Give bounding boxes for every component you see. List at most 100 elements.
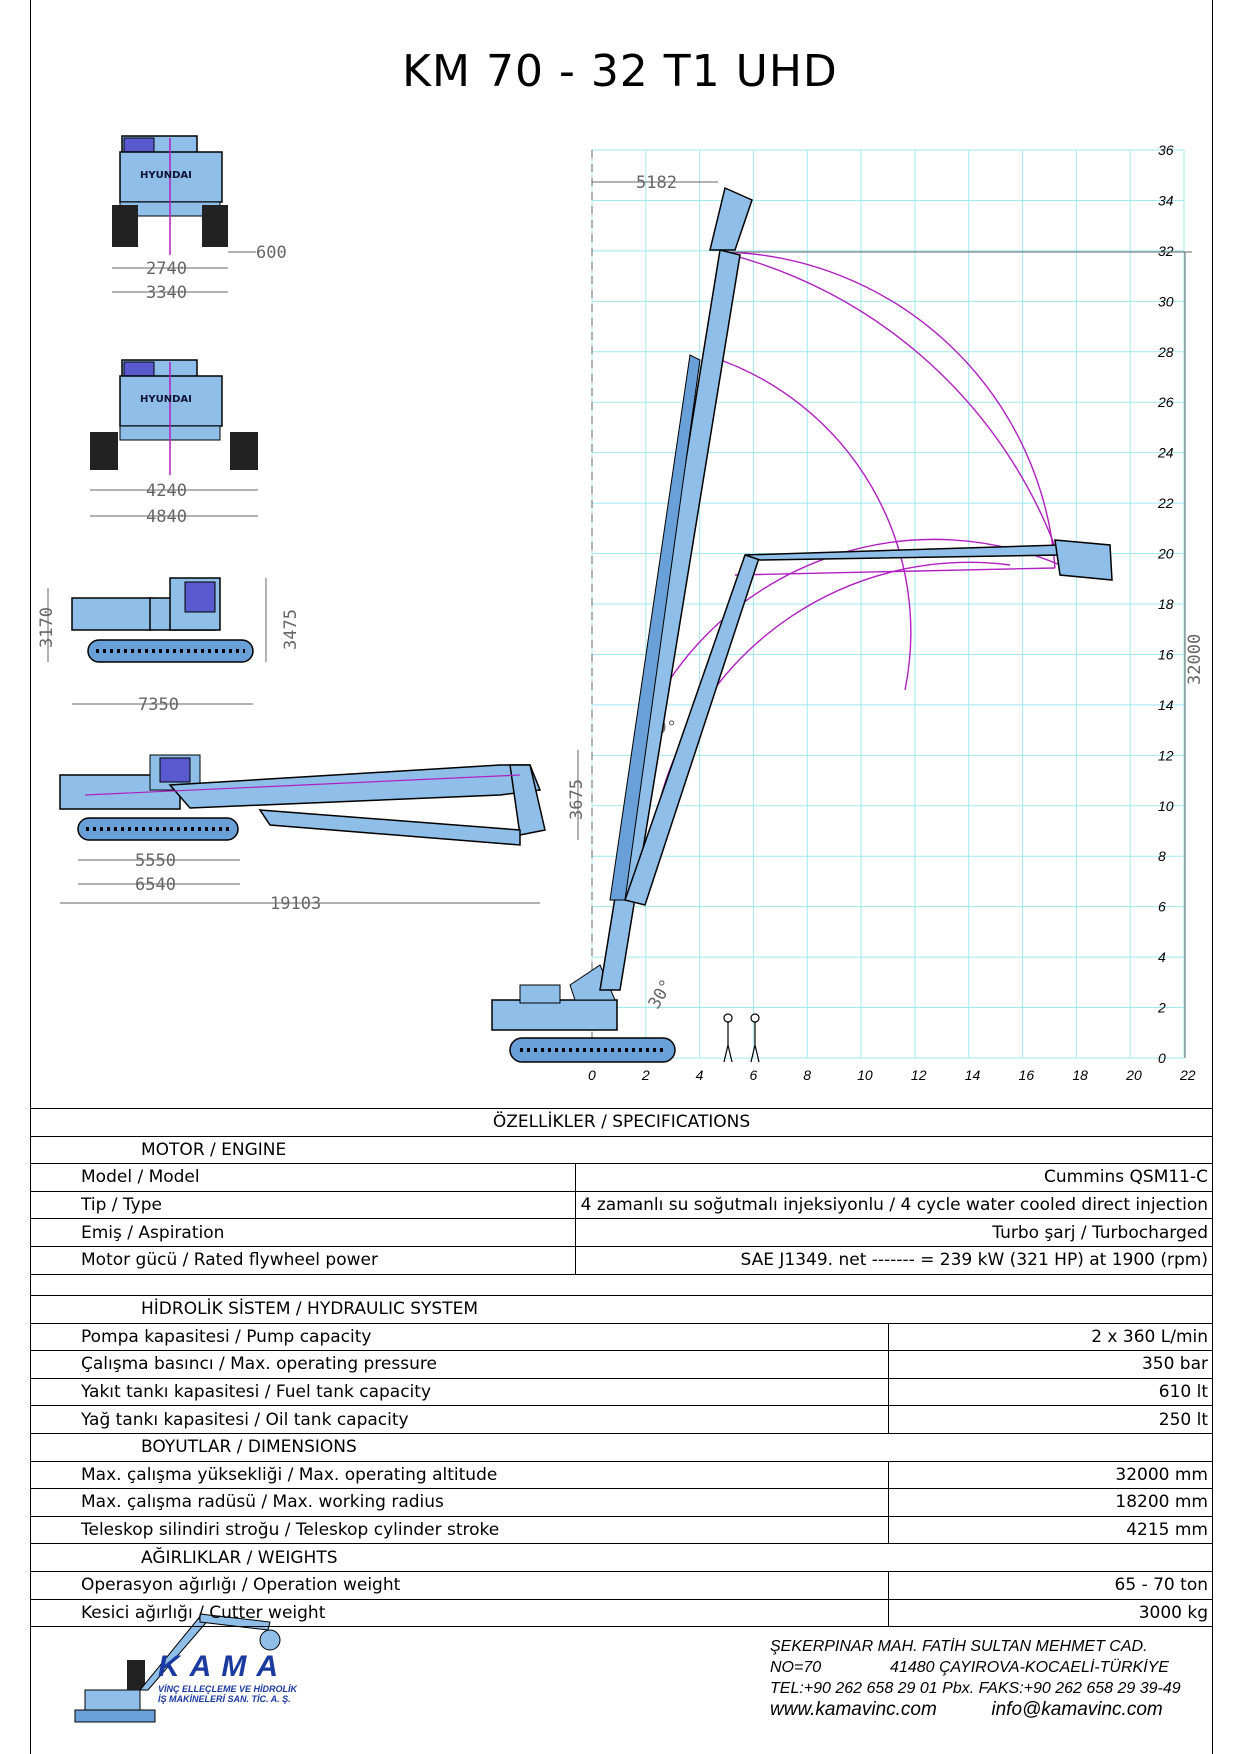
y-tick-label: 14 [1158, 697, 1174, 713]
y-tick-label: 24 [1157, 445, 1174, 461]
hydraulic-section-title: HİDROLİK SİSTEM / HYDRAULIC SYSTEM [30, 1295, 1213, 1324]
row-value: 3000 kg [888, 1598, 1213, 1628]
front-view-wide [90, 359, 258, 475]
logo-line2: İŞ MAKİNELERİ SAN. TİC. A. Ş. [158, 1694, 291, 1704]
y-tick-label: 0 [1158, 1050, 1166, 1066]
front-wide-brand: HYUNDAI [140, 394, 192, 405]
row-value: 65 - 70 ton [888, 1570, 1213, 1600]
table-row: Yakıt tankı kapasitesi / Fuel tank capac… [30, 1377, 1213, 1407]
y-tick-label: 34 [1158, 192, 1174, 208]
excavator-working [491, 186, 1113, 1063]
transport-dim-19103: 19103 [270, 894, 321, 914]
y-tick-label: 28 [1157, 344, 1174, 360]
front-wide-dim-lines [90, 489, 258, 517]
footer-address: ŞEKERPINAR MAH. FATİH SULTAN MEHMET CAD.… [770, 1636, 1181, 1720]
front-view-narrow [112, 135, 228, 255]
x-tick-label: 2 [641, 1067, 650, 1083]
front-narrow-dim-2740: 2740 [146, 259, 187, 279]
y-tick-label: 2 [1157, 1000, 1166, 1016]
row-value: 2 x 360 L/min [888, 1322, 1213, 1352]
reach-arcs [659, 251, 1061, 801]
y-tick-label: 30 [1158, 293, 1174, 309]
y-tick-label: 16 [1158, 646, 1174, 662]
height-dim-label: 32000 [1185, 634, 1205, 685]
y-tick-label: 20 [1157, 546, 1174, 562]
logo-line1: VİNÇ ELLEÇLEME VE HİDROLİK [158, 1684, 298, 1694]
side-dim-7350: 7350 [138, 695, 179, 715]
x-tick-label: 16 [1019, 1067, 1035, 1083]
row-value: 32000 mm [888, 1460, 1213, 1490]
x-tick-label: 10 [857, 1067, 873, 1083]
transport-dim-6540: 6540 [135, 875, 176, 895]
height-dimension [720, 251, 1192, 1058]
footer-address1: ŞEKERPINAR MAH. FATİH SULTAN MEHMET CAD. [770, 1638, 1148, 1655]
y-tick-label: 36 [1158, 142, 1174, 158]
footer-web-line: www.kamavinc.com info@kamavinc.com [770, 1699, 1181, 1720]
row-label: Emiş / Aspiration [30, 1218, 576, 1247]
row-value: Turbo şarj / Turbocharged [575, 1218, 1213, 1247]
transport-dim-5550: 5550 [135, 851, 176, 871]
y-tick-label: 8 [1158, 848, 1166, 864]
table-row: Yağ tankı kapasitesi / Oil tank capacity… [30, 1405, 1213, 1434]
row-label: Motor gücü / Rated flywheel power [30, 1245, 576, 1275]
front-narrow-dim-lines [112, 251, 256, 293]
spec-heading: ÖZELLİKLER / SPECIFICATIONS [30, 1108, 1213, 1137]
kama-logo-machine [74, 1613, 281, 1723]
footer-email-link[interactable]: info@kamavinc.com [991, 1699, 1163, 1720]
row-value: 350 bar [888, 1350, 1213, 1379]
transport-view [59, 754, 546, 846]
row-label: Pompa kapasitesi / Pump capacity [30, 1322, 889, 1352]
row-label: Operasyon ağırlığı / Operation weight [30, 1570, 889, 1600]
row-value: 610 lt [888, 1377, 1213, 1407]
table-row: Teleskop silindiri stroğu / Teleskop cyl… [30, 1515, 1213, 1545]
footer-web-link[interactable]: www.kamavinc.com [770, 1699, 937, 1720]
row-label: Kesici ağırlığı / Cutter weight [30, 1598, 889, 1628]
front-wide-dim-4840: 4840 [146, 507, 187, 527]
row-value: Cummins QSM11-C [575, 1163, 1213, 1192]
side-dim-lines [47, 578, 267, 705]
x-tick-label: 20 [1125, 1067, 1142, 1083]
x-tick-label: 0 [588, 1067, 596, 1083]
reach-top-label: 5182 [636, 173, 677, 193]
row-value: 4215 mm [888, 1515, 1213, 1545]
logo-name: KAMA [158, 1650, 288, 1683]
row-label: Teleskop silindiri stroğu / Teleskop cyl… [30, 1515, 889, 1545]
front-wide-dim-4240: 4240 [146, 481, 187, 501]
transport-dim-lines [60, 750, 579, 904]
y-tick-label: 26 [1157, 394, 1174, 410]
front-narrow-dim-3340: 3340 [146, 283, 187, 303]
table-row: Max. çalışma yüksekliği / Max. operating… [30, 1460, 1213, 1490]
dimensions-section-title: BOYUTLAR / DIMENSIONS [30, 1432, 1213, 1462]
row-value: 18200 mm [888, 1488, 1213, 1517]
row-label: Yağ tankı kapasitesi / Oil tank capacity [30, 1405, 889, 1434]
front-narrow-brand: HYUNDAI [140, 170, 192, 181]
x-tick-label: 14 [965, 1067, 981, 1083]
page-title: KM 70 - 32 T1 UHD [402, 46, 838, 97]
y-tick-label: 12 [1158, 747, 1174, 763]
table-row: Max. çalışma radüsü / Max. working radiu… [30, 1488, 1213, 1517]
page-frame-left [30, 0, 31, 1754]
side-view [71, 577, 254, 663]
specifications-table: ÖZELLİKLER / SPECIFICATIONS MOTOR / ENGI… [30, 1108, 1213, 1275]
row-value: 250 lt [888, 1405, 1213, 1434]
human-scale-figures [723, 1013, 760, 1063]
footer-no: NO=70 [770, 1659, 822, 1676]
row-label: Tip / Type [30, 1190, 576, 1220]
row-label: Max. çalışma radüsü / Max. working radiu… [30, 1488, 889, 1517]
x-tick-label: 8 [803, 1067, 811, 1083]
y-tick-label: 4 [1158, 949, 1166, 965]
row-label: Model / Model [30, 1163, 576, 1192]
row-label: Max. çalışma yüksekliği / Max. operating… [30, 1460, 889, 1490]
transport-dim-3675: 3675 [567, 779, 587, 820]
footer-address2: 41480 ÇAYIROVA-KOCAELİ-TÜRKİYE [890, 1659, 1169, 1676]
x-tick-label: 22 [1179, 1067, 1196, 1083]
row-label: Yakıt tankı kapasitesi / Fuel tank capac… [30, 1377, 889, 1407]
